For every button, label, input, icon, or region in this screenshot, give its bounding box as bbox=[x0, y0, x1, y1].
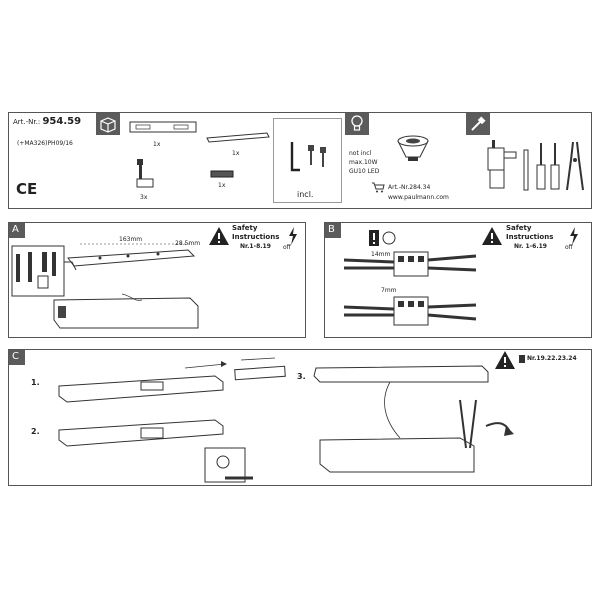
step-1-illustration bbox=[58, 357, 286, 403]
section-c-panel bbox=[8, 349, 592, 486]
qty-adapter: 3x bbox=[140, 194, 148, 201]
clip-illustration bbox=[210, 170, 234, 178]
included-tools-box bbox=[273, 118, 342, 203]
dim-short-label: 28.5mm bbox=[175, 240, 201, 247]
strip-long-label: 14mm bbox=[371, 251, 391, 258]
gu10-lamp-illustration bbox=[397, 135, 429, 161]
safety-ref-b: Nr. 1-6.19 bbox=[514, 243, 547, 250]
power-off-icon-b bbox=[570, 227, 578, 245]
off-label-a: off bbox=[283, 244, 291, 251]
allen-key-icon bbox=[290, 142, 300, 172]
screwdriver-tab-icon bbox=[471, 116, 486, 131]
drill-bit-icon bbox=[523, 149, 529, 191]
screwdriver-phillips-icon bbox=[550, 143, 560, 190]
section-a-tools-illustration bbox=[11, 245, 65, 297]
box-icon bbox=[100, 117, 116, 133]
qty-rail: 1x bbox=[153, 141, 161, 148]
strip-short-label: 7mm bbox=[381, 287, 397, 294]
warning-triangle-icon-c bbox=[495, 351, 515, 369]
pliers-icon bbox=[566, 141, 584, 191]
section-c-tab bbox=[9, 350, 25, 365]
bulb-max-power: max.10W bbox=[349, 159, 378, 166]
dim-long-label: 163mm bbox=[119, 236, 143, 243]
section-b-tab bbox=[325, 223, 341, 238]
warning-triangle-icon-b bbox=[482, 227, 502, 245]
qty-clip: 1x bbox=[218, 182, 226, 189]
adapter-illustration bbox=[136, 159, 154, 188]
step-2-label: 2. bbox=[31, 427, 40, 436]
cover-bar-illustration bbox=[206, 132, 270, 143]
drill-icon bbox=[487, 140, 517, 189]
lightbulb-icon bbox=[351, 115, 363, 131]
article-prefix: Art.-Nr.: bbox=[13, 118, 41, 126]
step-1-label: 1. bbox=[31, 378, 40, 387]
warning-triangle-icon-a bbox=[209, 227, 229, 245]
section-a-tab bbox=[9, 223, 25, 238]
bulb-not-included: not incl bbox=[349, 150, 372, 157]
section-c-letter: C bbox=[12, 351, 19, 362]
article-number: 954.59 bbox=[42, 116, 82, 127]
section-b-letter: B bbox=[328, 224, 335, 235]
step-3-illustration bbox=[313, 365, 514, 473]
variant-code: (+MA326)PH09/16 bbox=[17, 140, 73, 147]
section-a-letter: A bbox=[12, 224, 19, 235]
screwdriver-icon bbox=[536, 143, 546, 190]
step-2-illustration bbox=[58, 419, 253, 483]
rail-dimension-illustration bbox=[64, 243, 196, 271]
ce-mark: CE bbox=[16, 180, 38, 198]
bulb-type: GU10 LED bbox=[349, 168, 380, 175]
website-link[interactable]: www.paulmann.com bbox=[388, 194, 449, 201]
terminal-block-illustration-bottom bbox=[343, 296, 477, 326]
screws-icon bbox=[308, 145, 326, 167]
ground-warning-icon bbox=[369, 230, 396, 246]
incl-label: incl. bbox=[297, 190, 314, 199]
terminal-block-illustration-top bbox=[343, 251, 477, 277]
manual-icon-c bbox=[519, 355, 525, 363]
safety-ref-c: Nr.19.22.23.24 bbox=[527, 355, 577, 362]
cart-icon bbox=[372, 182, 385, 193]
step-3-label: 3. bbox=[297, 372, 306, 381]
bulb-tab bbox=[345, 113, 369, 135]
power-off-icon-a bbox=[289, 227, 297, 245]
safety-ref-a: Nr.1-8.19 bbox=[240, 243, 271, 250]
article-label: Art.-Nr.: 954.59 bbox=[13, 116, 81, 127]
housing-illustration bbox=[53, 293, 199, 329]
qty-bar: 1x bbox=[232, 150, 240, 157]
bulb-article-ref: Art.-Nr.284.34 bbox=[388, 184, 431, 191]
off-label-b: off bbox=[565, 244, 573, 251]
rail-connector-illustration bbox=[129, 121, 197, 133]
